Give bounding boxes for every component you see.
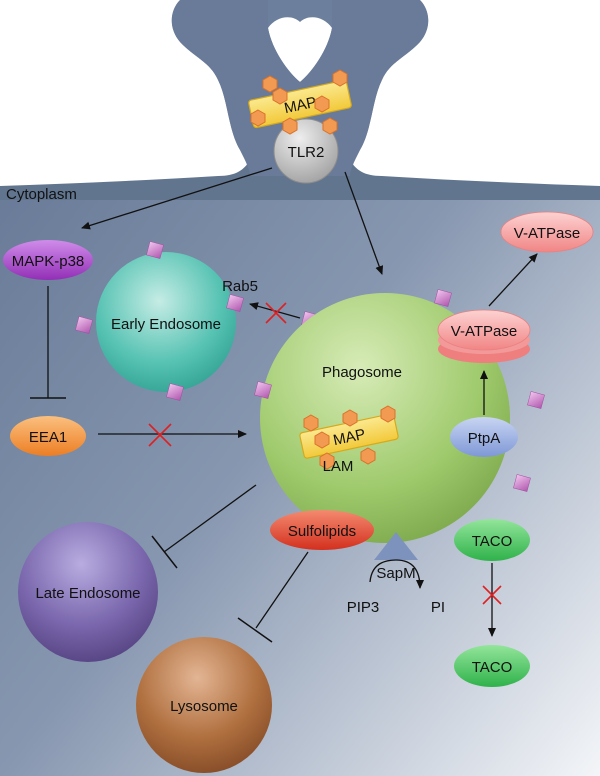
map-top-label: MAP: [283, 94, 318, 117]
arrow-tlr2-to-mapk: [81, 167, 273, 230]
v-atpase-membrane-label: V-ATPase: [451, 323, 517, 340]
ptpa-node: [450, 417, 518, 457]
late-endosome: [18, 522, 158, 662]
lysosome-label: Lysosome: [170, 698, 238, 715]
arrow-vatpase-release: [488, 253, 538, 307]
hexagon-icon: [272, 87, 288, 105]
inhibit-phagosome-late: [163, 484, 257, 553]
sapm-triangle-icon: [374, 532, 418, 560]
phagosome-label: Phagosome: [322, 364, 402, 381]
cell-top-bg-right: [300, 0, 600, 186]
hexagon-icon: [282, 117, 298, 135]
hexagon-icon: [250, 109, 266, 127]
sulfolipids-label: Sulfolipids: [288, 523, 356, 540]
v-atpase-top-label: V-ATPase: [514, 225, 580, 242]
mapk-label: MAPK-p38: [12, 253, 85, 270]
taco-free-node: [454, 645, 530, 687]
hexagon-icon: [332, 69, 348, 87]
hexagon-icon: [262, 75, 278, 93]
inhibit-bar: [151, 535, 178, 569]
hexagon-icon: [314, 95, 330, 113]
hexagon-icon: [314, 431, 330, 449]
arrow-tlr2-to-phagosome: [344, 171, 384, 275]
hexagon-icon: [360, 447, 376, 465]
protrusion-fill: [171, 0, 429, 176]
taco-bottom-label: TACO: [472, 659, 513, 676]
taco-membrane-label: TACO: [472, 533, 513, 550]
early-endosome: [96, 252, 236, 392]
hexagon-icon: [380, 405, 396, 423]
block-cross-icon: [265, 302, 287, 324]
eea1-node: [10, 416, 86, 456]
eea1-label: EEA1: [29, 429, 67, 446]
map-inner-label: MAP: [332, 426, 367, 449]
pip3-label: PIP3: [347, 599, 380, 616]
pi-label: PI: [431, 599, 445, 616]
inhibit-bar: [237, 617, 273, 643]
lysosome: [136, 637, 272, 773]
v-atpase-free: [500, 211, 594, 253]
membrane-cleft: [268, 17, 332, 83]
block-cross-icon: [148, 423, 172, 447]
sapm-label: SapM: [376, 565, 415, 582]
sulfolipids-node: [270, 510, 374, 550]
cytoplasm-label: Cytoplasm: [6, 186, 77, 203]
v-atpase-membrane: [437, 309, 531, 363]
ptpa-label: PtpA: [468, 430, 501, 447]
lam-label: LAM: [323, 458, 354, 475]
hexagon-icon: [303, 414, 319, 432]
taco-membrane-node: [454, 519, 530, 561]
mapk-node: [3, 240, 93, 280]
tlr2-receptor: [273, 118, 339, 184]
sapm-conversion-arc: [369, 559, 424, 589]
tlr2-label: TLR2: [288, 144, 325, 161]
late-endosome-label: Late Endosome: [35, 585, 140, 602]
hexagon-icon: [342, 409, 358, 427]
early-endosome-label: Early Endosome: [111, 316, 221, 333]
inhibit-sulfolipids-lysosome: [255, 551, 309, 629]
block-cross-icon: [482, 585, 502, 605]
hexagon-icon: [322, 117, 338, 135]
rab5-label: Rab5: [222, 278, 258, 295]
cell-top-bg: [0, 0, 300, 186]
